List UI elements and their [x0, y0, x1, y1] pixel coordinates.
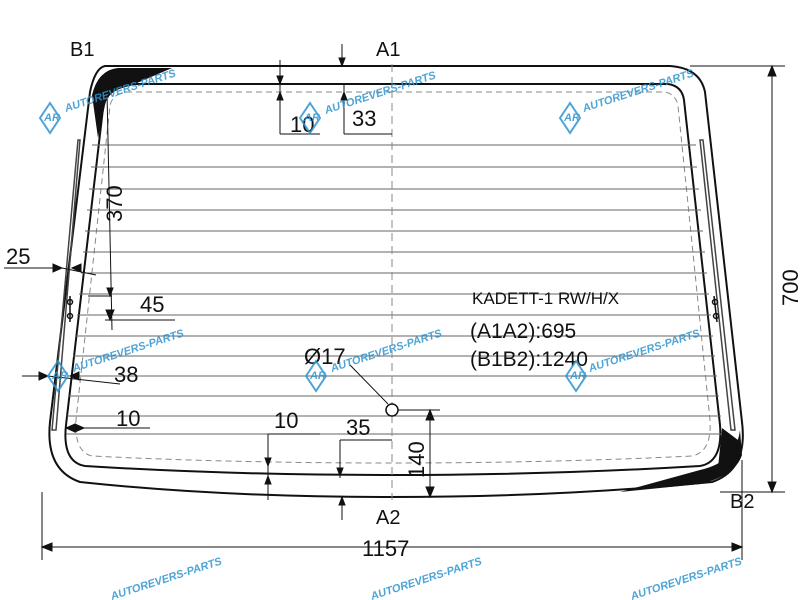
svg-text:AR: AR [303, 112, 320, 124]
dim-width-total: 1157 [362, 536, 409, 561]
dim-side-10: 10 [116, 406, 140, 431]
dim-hole-diameter: Ø17 [304, 344, 346, 369]
watermark-8: AUTOREVERS-PARTS [368, 555, 484, 600]
glass-inner-outline [64, 83, 722, 477]
watermark-3: AR AUTOREVERS-PARTS [558, 67, 696, 135]
spec-model: KADETT-1 RW/H/X [472, 289, 619, 308]
label-b2: B2 [730, 491, 754, 513]
svg-text:AUTOREVERS-PARTS: AUTOREVERS-PARTS [108, 555, 224, 600]
label-a1: A1 [376, 39, 400, 61]
svg-text:AR: AR [563, 112, 580, 124]
bus-bars [51, 139, 736, 431]
dimension-lines [4, 44, 785, 560]
connector-left [66, 296, 74, 322]
svg-text:AR: AR [309, 370, 326, 382]
hole-marker [385, 403, 399, 417]
dim-bottom-gap-left: 10 [274, 408, 298, 433]
glass-outer-outline [48, 65, 744, 499]
watermark-9: AUTOREVERS-PARTS [628, 555, 744, 600]
watermark-7: AUTOREVERS-PARTS [108, 555, 224, 600]
dim-side-45: 45 [140, 292, 164, 317]
svg-text:AR: AR [51, 370, 68, 382]
dim-top-depth: 370 [102, 185, 127, 222]
hole-leader [349, 364, 389, 405]
heating-lines [66, 144, 722, 435]
corner-patch-b2 [620, 430, 742, 492]
dim-bottom-gap-center: 35 [346, 415, 370, 440]
dim-bottom-140: 140 [404, 441, 429, 478]
label-a2: A2 [376, 507, 400, 529]
svg-text:AUTOREVERS-PARTS: AUTOREVERS-PARTS [322, 69, 438, 117]
corner-patch-b1 [92, 68, 172, 138]
dashed-inner-line [75, 91, 711, 464]
connector-right [711, 295, 720, 323]
label-b1: B1 [70, 39, 94, 61]
dim-side-25: 25 [6, 244, 30, 269]
dim-height-total: 700 [778, 269, 800, 306]
svg-text:AR: AR [43, 112, 60, 124]
svg-text:AUTOREVERS-PARTS: AUTOREVERS-PARTS [328, 327, 444, 375]
spec-b1b2: (B1B2):1240 [470, 348, 588, 371]
dim-top-gap-center: 33 [352, 106, 376, 131]
corner-patch-right [718, 428, 738, 468]
spec-a1a2: (A1A2):695 [470, 320, 576, 343]
svg-text:AUTOREVERS-PARTS: AUTOREVERS-PARTS [586, 327, 702, 375]
dim-side-38: 38 [114, 362, 138, 387]
svg-text:AR: AR [569, 370, 586, 382]
svg-text:AUTOREVERS-PARTS: AUTOREVERS-PARTS [628, 555, 744, 600]
svg-text:AUTOREVERS-PARTS: AUTOREVERS-PARTS [368, 555, 484, 600]
